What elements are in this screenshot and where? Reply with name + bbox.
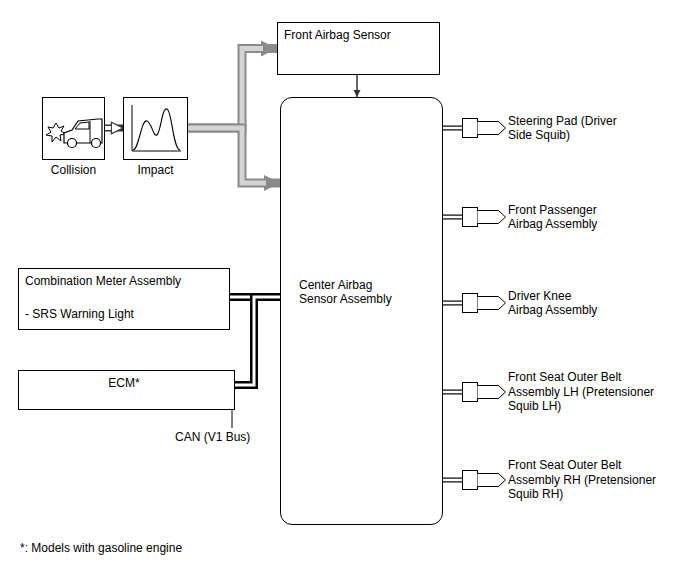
squib-connector: Steering Pad (Driver Side Squib): [462, 114, 620, 143]
connector: [443, 303, 462, 304]
airbag-connector: Driver Knee Airbag Assembly: [462, 289, 604, 318]
connector-inner: [443, 216, 462, 219]
connector-inner: [443, 479, 462, 482]
connector-line: [443, 126, 462, 131]
node-label: Impact: [103, 163, 208, 177]
connector-inner: [443, 127, 462, 130]
bus-name: CAN (V1 Bus): [173, 430, 252, 444]
connector: [357, 75, 358, 97]
connector: [443, 391, 462, 392]
connector-inner: [443, 391, 462, 394]
connector: [443, 479, 462, 480]
impact-picture: Impact: [123, 97, 188, 181]
crash-burst: [46, 123, 66, 142]
node-label: Front Airbag Sensor: [284, 28, 434, 42]
connector-line: [188, 49, 277, 129]
connector-inner: [188, 49, 263, 129]
connector: [188, 49, 277, 129]
node-label: Front Seat Outer Belt Assembly LH (Prete…: [508, 370, 660, 413]
node-label: Driver Knee Airbag Assembly: [508, 289, 604, 318]
connector-symbol: [462, 292, 506, 314]
picture-frame: [43, 98, 105, 160]
node-label: - SRS Warning Light: [25, 307, 223, 321]
meter-box: Combination Meter Assembly - SRS Warning …: [18, 268, 230, 330]
car-wheel: [92, 139, 101, 148]
pretensioner-connector: Front Seat Outer Belt Assembly LH (Prete…: [462, 370, 660, 413]
car-window: [75, 122, 89, 129]
node-label: Front Passenger Airbag Assembly: [508, 203, 608, 232]
node-label: Collision: [22, 163, 125, 177]
connector-inner: [105, 126, 111, 130]
connector-line: [443, 301, 462, 306]
connector-line: [235, 297, 280, 385]
sensor-box: Front Airbag Sensor: [277, 22, 440, 75]
impact-curve: [133, 109, 180, 150]
connector-line: [188, 128, 280, 183]
connector: [188, 128, 280, 183]
airbag-connector: Front Passenger Airbag Assembly: [462, 203, 608, 232]
connector-line: [443, 215, 462, 220]
picture-frame: [124, 98, 188, 160]
connector-body: [463, 119, 478, 138]
connector-inner: [443, 302, 462, 305]
node-label: Front Seat Outer Belt Assembly RH (Prete…: [508, 458, 660, 501]
connector-line: [443, 389, 462, 394]
node-label: Center Airbag Sensor Assembly: [299, 278, 409, 307]
node-label: ECM*: [19, 376, 229, 390]
connector-plug: [478, 211, 506, 224]
connector-inner: [188, 128, 266, 183]
connector-body: [463, 294, 478, 313]
collision-picture: Collision: [42, 97, 105, 181]
connector-symbol: [462, 206, 506, 228]
connector: [443, 217, 462, 218]
ecu-box: ECM*: [18, 370, 235, 410]
pretensioner-connector: Front Seat Outer Belt Assembly RH (Prete…: [462, 458, 660, 501]
footnote: *: Models with gasoline engine: [18, 541, 184, 555]
collision-illustration: [42, 97, 105, 160]
node-label: Combination Meter Assembly: [25, 274, 223, 288]
connector-plug: [478, 122, 506, 135]
can-bus-line: [235, 297, 280, 385]
connector-body: [463, 470, 478, 489]
connector-plug: [478, 385, 506, 398]
connector-body: [463, 208, 478, 227]
connector-inner: [235, 297, 280, 385]
connector-line: [443, 477, 462, 482]
control-unit-box: Center Airbag Sensor Assembly: [280, 97, 443, 525]
car-wheel: [68, 139, 77, 148]
connector-symbol: [462, 117, 506, 139]
connector: [443, 128, 462, 129]
connector-symbol: [462, 469, 506, 491]
graph-axes: [132, 105, 181, 151]
connector-line: [356, 75, 358, 97]
node-label: Steering Pad (Driver Side Squib): [508, 114, 620, 143]
connector-plug: [478, 473, 506, 486]
connector-plug: [478, 297, 506, 310]
connector-symbol: [462, 381, 506, 403]
impact-illustration: [123, 97, 188, 160]
connector-line: [105, 125, 123, 132]
car-door: [90, 121, 91, 143]
connector: [105, 128, 123, 129]
connector-body: [463, 382, 478, 401]
